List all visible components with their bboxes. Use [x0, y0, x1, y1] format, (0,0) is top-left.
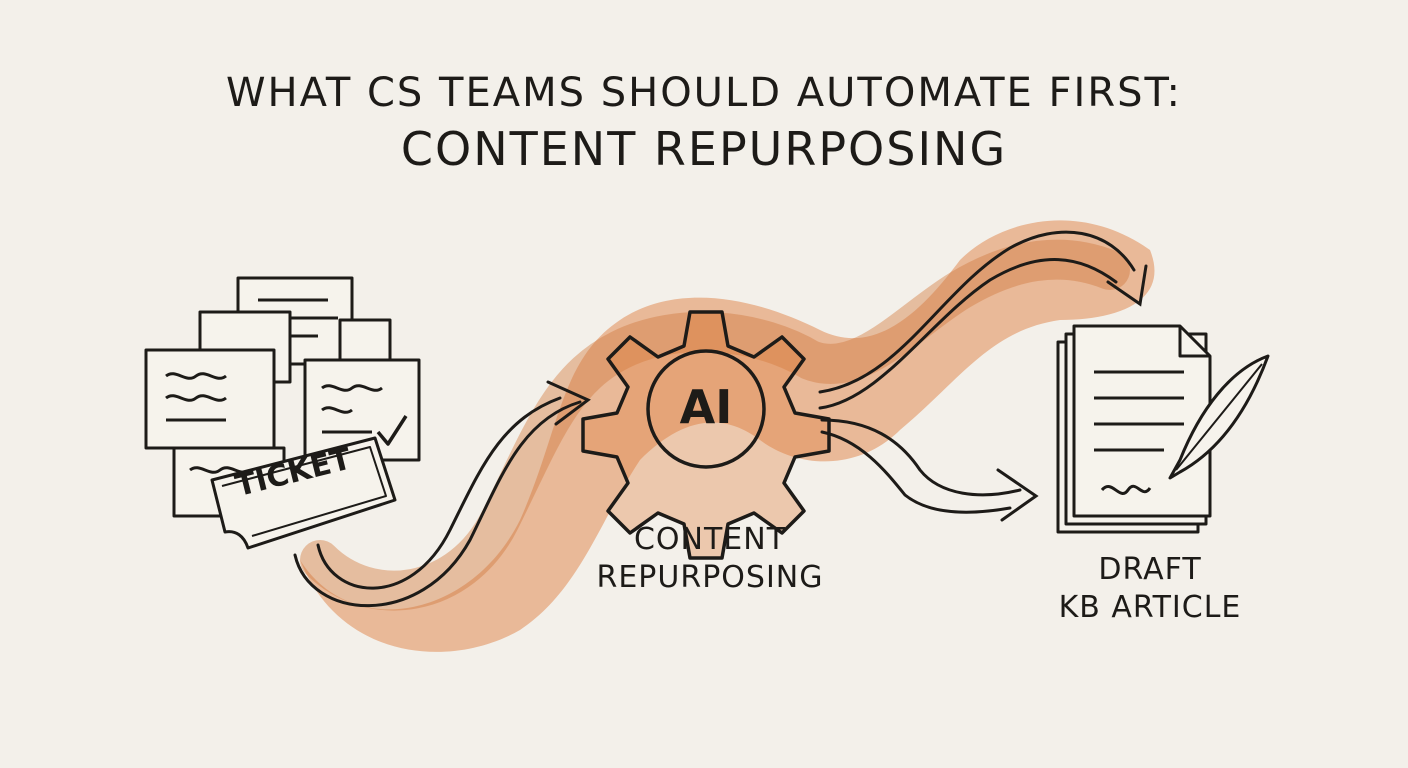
watercolor-wash	[300, 220, 1155, 652]
process-caption-line-1: CONTENT	[633, 522, 787, 557]
title-line-2: CONTENT REPURPOSING	[400, 122, 1008, 176]
flow-arrow-in	[293, 380, 591, 608]
output-caption-line-2: KB ARTICLE	[1058, 590, 1242, 625]
output-caption-line-1: DRAFT	[1098, 552, 1202, 587]
document-quill-icon	[1056, 324, 1270, 534]
ticket-stack-icon	[144, 276, 421, 550]
title-line-1: WHAT CS TEAMS SHOULD AUTOMATE FIRST:	[225, 70, 1183, 116]
flow-arrows-out	[818, 230, 1148, 522]
process-caption-line-2: REPURPOSING	[596, 560, 824, 595]
gear-label: AI	[679, 380, 733, 434]
gear-icon	[581, 310, 831, 560]
